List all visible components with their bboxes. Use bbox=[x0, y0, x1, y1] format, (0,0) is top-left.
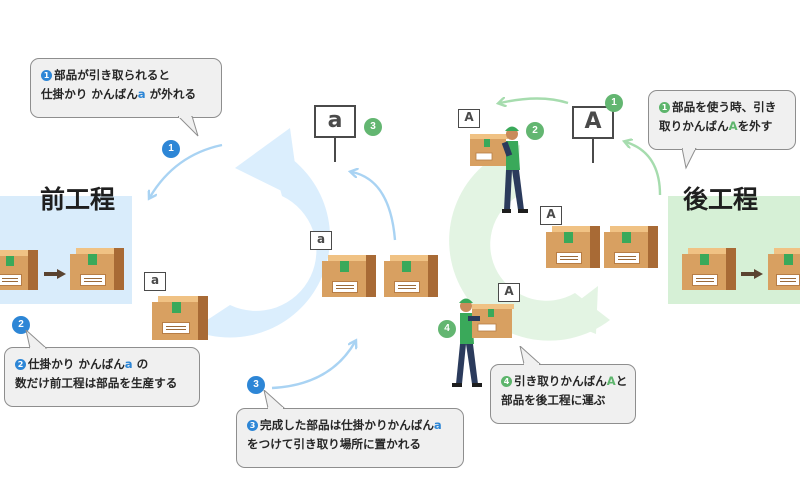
callout-3-line1-hl: a bbox=[433, 418, 442, 432]
box-right-store-2 bbox=[604, 226, 658, 268]
callout-1-line2-hl: a bbox=[137, 87, 146, 101]
callout-3-line1-pre: 完成した部品は仕掛かりかんばん bbox=[260, 418, 434, 432]
callout-g4-number: 4 bbox=[501, 376, 512, 387]
box-front-2 bbox=[70, 248, 124, 290]
callout-g1-line2-hl: A bbox=[728, 119, 738, 133]
kanban-a-detached: a bbox=[314, 105, 356, 138]
kanban-a-small-store: a bbox=[310, 231, 332, 250]
callout-g1-line2-pre: 取りかんばん bbox=[659, 119, 729, 133]
box-right-store-1 bbox=[546, 226, 600, 268]
kanban-A-detached: A bbox=[572, 106, 614, 139]
callout-1-line2-pre: 仕掛かり かんばん bbox=[41, 87, 138, 101]
box-produced bbox=[152, 296, 208, 340]
callout-g4-tail bbox=[519, 346, 542, 366]
arrow-3-to-store bbox=[271, 342, 355, 390]
kanban-A-post bbox=[592, 139, 594, 163]
worker-carrying-box-4 bbox=[452, 298, 514, 387]
callout-2-line2: 数だけ前工程は部品を生産する bbox=[15, 376, 178, 390]
callout-g4-line1-pre: 引き取りかんばん bbox=[514, 374, 607, 388]
kanban-A-small-store: A bbox=[540, 206, 562, 225]
callout-g1-line2-post: を外す bbox=[737, 119, 773, 133]
arrow-to-worker-2 bbox=[500, 99, 569, 104]
callout-2-line1-hl: a bbox=[124, 357, 133, 371]
callout-g4-line1-hl: A bbox=[606, 374, 616, 388]
step-badge-3: 3 bbox=[247, 376, 265, 394]
callout-g4-line2: 部品を後工程に運ぶ bbox=[501, 393, 606, 407]
step-badge-4-worker: 4 bbox=[438, 320, 456, 338]
callout-1-line1: 部品が引き取られると bbox=[54, 68, 170, 82]
step-badge-1: 1 bbox=[162, 140, 180, 158]
callout-2-number: 2 bbox=[15, 359, 26, 370]
callout-g1-number: 1 bbox=[659, 102, 670, 113]
box-back-2 bbox=[768, 248, 800, 290]
back-flow-arrow bbox=[741, 264, 763, 279]
front-flow-arrow bbox=[44, 264, 66, 279]
box-store-1 bbox=[322, 255, 376, 297]
callout-g1-line1: 部品を使う時、引き bbox=[672, 100, 777, 114]
callout-1-number: 1 bbox=[41, 70, 52, 81]
callout-2-line1-post: の bbox=[132, 357, 149, 371]
callout-1-tail bbox=[178, 116, 199, 137]
kanban-a-post bbox=[334, 138, 336, 162]
worker-carrying-box-2 bbox=[470, 126, 528, 213]
back-process-title: 後工程 bbox=[683, 185, 759, 214]
arrow-to-kanban-a bbox=[352, 172, 397, 241]
box-store-2 bbox=[384, 255, 438, 297]
front-process-title: 前工程 bbox=[40, 185, 116, 214]
callout-g1-tail bbox=[682, 148, 697, 170]
arrow-1-to-front bbox=[150, 143, 223, 197]
callout-3-tail bbox=[263, 390, 286, 410]
kanban-a-small-3: a bbox=[144, 272, 166, 291]
step-badge-1-kanban-A: 1 bbox=[605, 94, 623, 112]
step-badge-2-worker: 2 bbox=[526, 122, 544, 140]
callout-2-tail bbox=[25, 330, 48, 350]
kanban-A-small-worker4: A bbox=[498, 283, 520, 302]
box-back-1 bbox=[682, 248, 736, 290]
kanban-A-small-worker2: A bbox=[458, 109, 480, 128]
callout-3-number: 3 bbox=[247, 420, 258, 431]
box-front-1 bbox=[0, 250, 38, 290]
callout-1-line2-post: が外れる bbox=[145, 87, 197, 101]
arrow-back-to-kanban-A bbox=[626, 142, 662, 196]
callout-g4-line1-post: と bbox=[615, 374, 628, 388]
callout-2-line1-pre: 仕掛かり かんばん bbox=[28, 357, 125, 371]
green-cycle-arrow bbox=[449, 145, 610, 341]
blue-cycle-arrow bbox=[192, 128, 331, 338]
callout-3-line2: をつけて引き取り場所に置かれる bbox=[247, 437, 421, 451]
step-badge-3-kanban: 3 bbox=[364, 118, 382, 136]
